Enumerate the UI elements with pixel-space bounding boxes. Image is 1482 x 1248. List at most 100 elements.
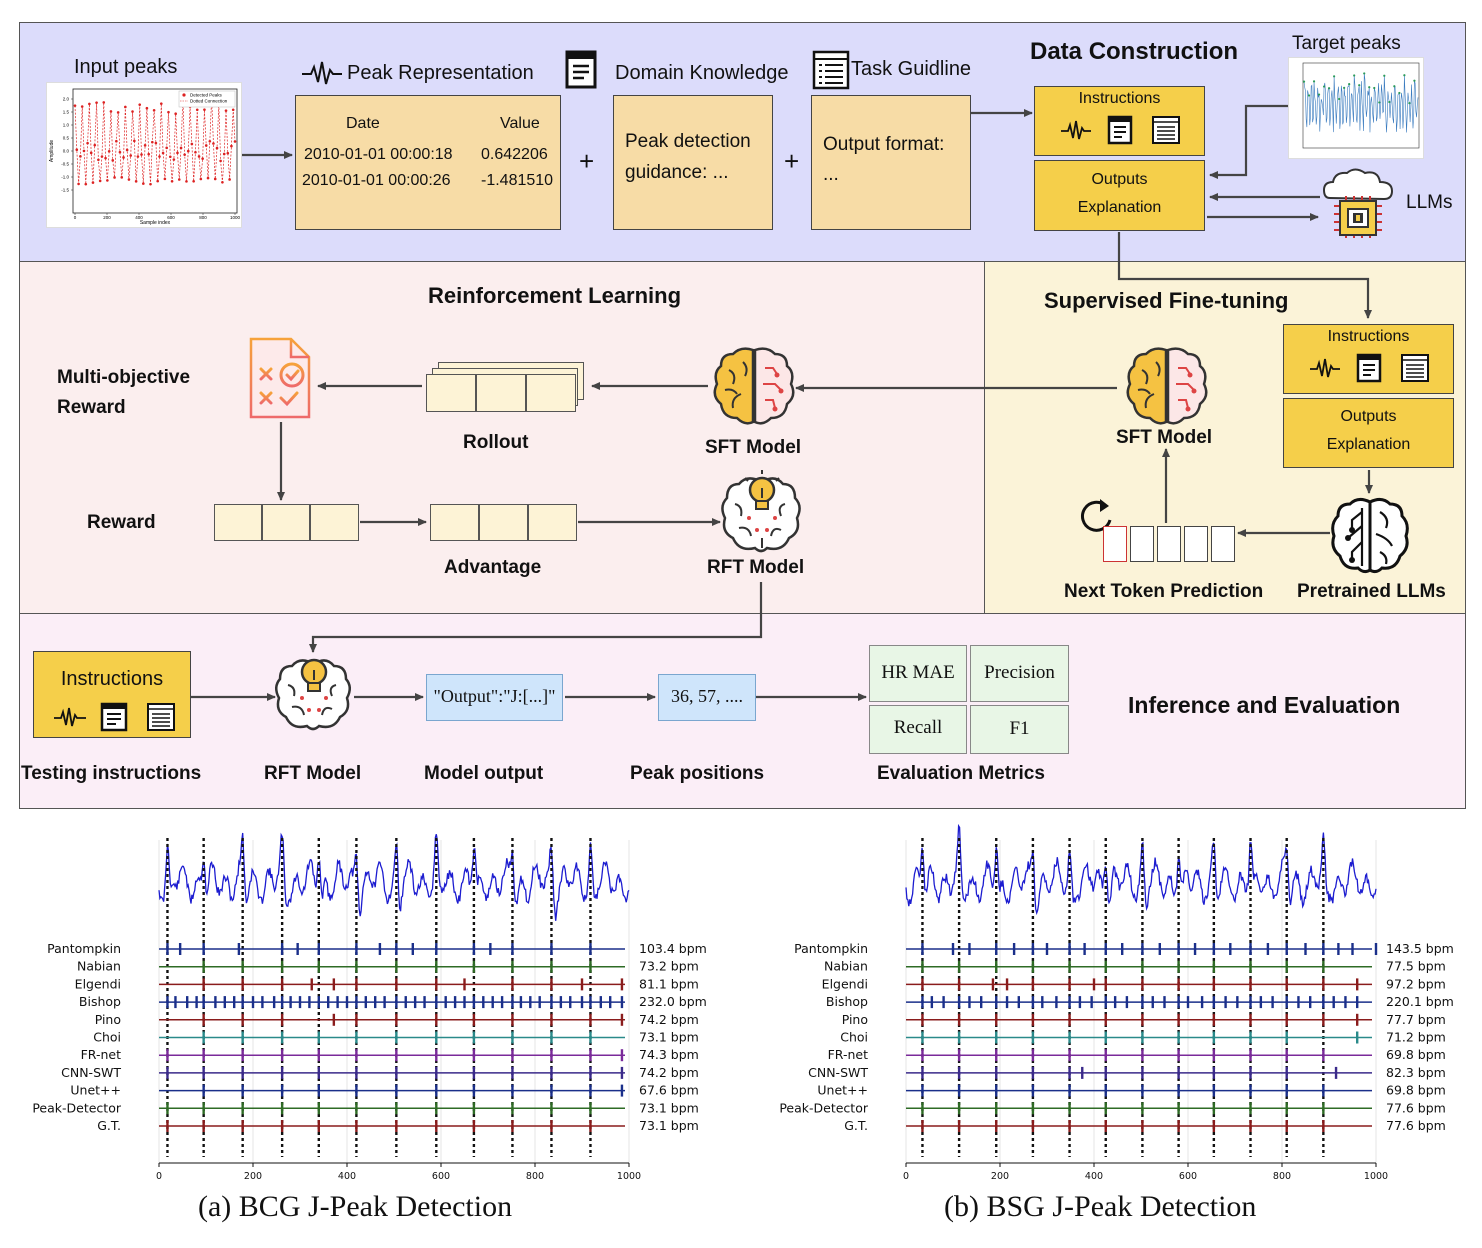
method-label: CNN-SWT — [808, 1065, 868, 1080]
metric-f1-label: F1 — [1009, 718, 1030, 739]
input-peak-dot — [88, 102, 91, 106]
method-label: Nabian — [824, 959, 868, 974]
method-label: Choi — [93, 1030, 121, 1045]
input-peak-dot — [215, 146, 219, 150]
input-xtick-label: 1000 — [230, 215, 241, 220]
table-col-value: Value — [500, 115, 540, 132]
metric-recall-label: Recall — [893, 717, 943, 738]
input-peak-dot — [206, 176, 210, 180]
guidance-text-2: guidance: ... — [625, 162, 729, 183]
sft-explanation-label: Explanation — [1326, 436, 1411, 453]
rl-reward-title-2: Reward — [57, 397, 126, 418]
method-label: Unet++ — [817, 1083, 868, 1098]
input-peak-dot — [140, 153, 143, 156]
method-label: Pino — [95, 1012, 121, 1027]
pretrained-brain-icon — [1331, 497, 1409, 574]
x-tick-label: 200 — [991, 1171, 1009, 1182]
input-ytick-label: -1.0 — [61, 175, 69, 180]
target-peak-dot — [1368, 86, 1371, 89]
signal-line — [158, 832, 630, 921]
method-label: G.T. — [844, 1118, 868, 1133]
input-peak-dot — [111, 159, 115, 162]
target-peaks-dots — [1302, 72, 1416, 105]
input-peak-dot — [145, 106, 149, 110]
input-peak-dot — [120, 176, 124, 179]
method-bpm: 77.5 bpm — [1386, 959, 1446, 974]
input-peak-dot — [118, 150, 122, 154]
metric-precision-label: Precision — [984, 662, 1055, 683]
rl-sft-model-label: SFT Model — [705, 437, 802, 458]
method-label: FR-net — [81, 1047, 121, 1062]
input-peak-dot — [122, 156, 125, 159]
input-ytick-label: 0.5 — [63, 136, 70, 141]
target-peak-dot — [1348, 83, 1351, 86]
plus-sign-2: + — [784, 146, 800, 176]
input-peak-dot — [230, 144, 233, 148]
input-peak-dot — [194, 150, 197, 154]
table-row-1-date: 2010-01-01 00:00:26 — [302, 172, 451, 189]
input-peak-dot — [131, 110, 134, 113]
method-label: Elgendi — [822, 976, 868, 991]
input-peak-dot — [116, 111, 120, 114]
input-peaks-dots — [73, 95, 237, 186]
target-peak-dot — [1373, 86, 1376, 90]
input-plot-xlabel: Sample index — [140, 220, 171, 226]
dc-waveform-icon — [1061, 120, 1091, 140]
input-peak-dot — [151, 140, 154, 144]
input-peak-dot — [125, 148, 129, 152]
method-bpm: 232.0 bpm — [639, 994, 707, 1009]
input-peak-dot — [158, 155, 161, 158]
input-peak-dot — [176, 151, 179, 155]
input-peak-dot — [104, 156, 107, 160]
input-peak-dot — [95, 101, 98, 104]
input-peak-dot — [208, 139, 212, 143]
input-peak-dot — [138, 103, 142, 106]
input-peak-dot — [224, 109, 228, 112]
inference-rft-model-label: RFT Model — [264, 763, 362, 784]
input-peak-dot — [77, 182, 80, 186]
input-peak-dot — [75, 148, 79, 152]
reward-cell-0 — [214, 504, 262, 541]
input-peak-dot — [197, 155, 201, 158]
input-peak-dot — [167, 110, 170, 114]
input-peak-dot — [102, 101, 106, 104]
method-label: Peak-Detector — [32, 1100, 122, 1115]
target-peak-dot — [1383, 74, 1386, 77]
dc-explanation-label: Explanation — [1077, 199, 1162, 216]
sft-waveform-icon — [1310, 358, 1340, 378]
input-peak-dot — [190, 142, 194, 146]
next-token-label: Next Token Prediction — [1064, 581, 1264, 602]
method-bpm: 74.2 bpm — [639, 1065, 699, 1080]
x-tick-label: 800 — [1273, 1171, 1291, 1182]
llms-label: LLMs — [1406, 192, 1453, 213]
method-bpm: 82.3 bpm — [1386, 1065, 1446, 1080]
method-label: G.T. — [97, 1118, 121, 1133]
method-bpm: 69.8 bpm — [1386, 1083, 1446, 1098]
input-ytick-label: -1.5 — [61, 188, 69, 193]
method-label: Elgendi — [75, 976, 121, 991]
target-peaks-plot — [1288, 57, 1424, 159]
input-peak-dot — [136, 155, 140, 158]
guidance-box: Peak detection guidance: ... — [613, 95, 773, 230]
method-bpm: 77.7 bpm — [1386, 1012, 1446, 1027]
input-peak-dot — [213, 177, 217, 181]
input-ytick-label: 0.0 — [63, 149, 70, 154]
dc-task-icon — [1152, 116, 1180, 144]
model-output-text: "Output":"J:[...]" — [433, 686, 556, 706]
input-peak-dot — [219, 159, 222, 163]
input-xtick-label: 0 — [74, 215, 77, 220]
input-peak-dot — [154, 141, 158, 145]
method-label: Choi — [840, 1030, 868, 1045]
target-peak-dot — [1353, 74, 1356, 77]
rollout-label: Rollout — [463, 432, 529, 453]
input-peak-dot — [203, 108, 206, 111]
dc-instructions-box: Instructions — [1034, 86, 1205, 156]
table-row-0-value: 0.642206 — [481, 146, 548, 163]
input-peak-dot — [98, 179, 102, 183]
input-peak-dot — [221, 180, 224, 184]
document-icon — [565, 50, 597, 89]
bcg-chart-title: (a) BCG J-Peak Detection — [198, 1190, 513, 1223]
peak-positions-box: 36, 57, .... — [658, 674, 756, 721]
input-peak-dot — [163, 177, 167, 181]
sft-panel-brain-icon — [1126, 347, 1208, 425]
